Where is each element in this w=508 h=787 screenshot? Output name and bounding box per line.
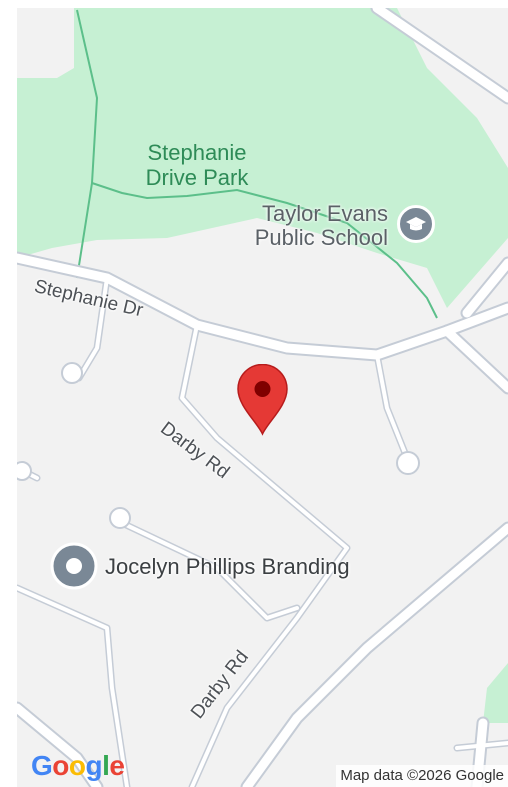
google-logo[interactable]: Google (31, 750, 125, 782)
map-attribution[interactable]: Map data ©2026 Google (336, 765, 508, 787)
map-marker-icon[interactable] (235, 364, 290, 436)
school-label[interactable]: Taylor Evans Public School (254, 201, 388, 250)
park-path (91, 182, 438, 319)
park-area-small (483, 663, 508, 723)
poi-pin-icon[interactable] (50, 542, 98, 590)
park-label[interactable]: Stephanie Drive Park (145, 140, 249, 190)
logo-letter: o (52, 750, 69, 781)
logo-letter: l (102, 750, 110, 781)
map-canvas[interactable]: Stephanie Drive Park Taylor Evans Public… (17, 8, 508, 787)
logo-letter: G (31, 750, 53, 781)
logo-letter: e (109, 750, 125, 781)
school-icon[interactable] (397, 205, 435, 243)
poi-label[interactable]: Jocelyn Phillips Branding (105, 554, 350, 579)
logo-letter: o (68, 750, 86, 781)
park-path (76, 9, 99, 279)
park-area (17, 8, 508, 308)
logo-letter: g (85, 750, 103, 781)
map-graphics (17, 8, 508, 787)
cul-de-sacs (17, 362, 420, 529)
